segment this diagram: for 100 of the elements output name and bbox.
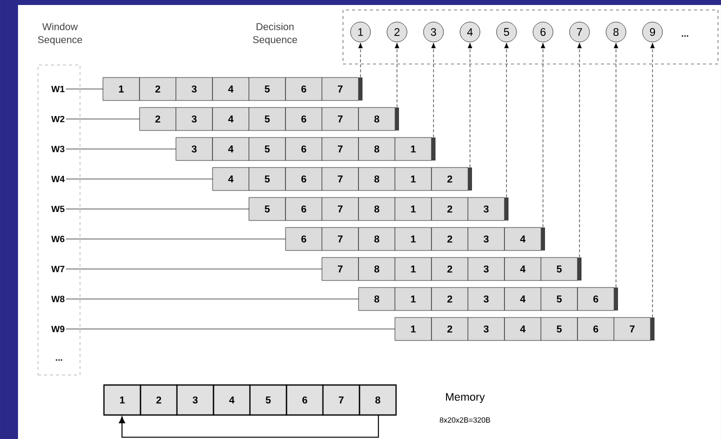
number-cell: 1 [394, 317, 432, 341]
number-cell: 7 [322, 77, 359, 101]
number-cell: 5 [248, 197, 286, 221]
number-cell: 1 [394, 257, 432, 281]
number-cell: 2 [431, 257, 468, 281]
number-cell: 3 [176, 107, 213, 131]
number-cell: 6 [285, 107, 322, 131]
number-cell: 6 [285, 167, 322, 191]
number-cell: 8 [358, 167, 396, 191]
number-cell: 1 [394, 287, 432, 311]
number-cell: 5 [540, 287, 578, 311]
number-cell: 6 [285, 137, 322, 161]
connector-line [66, 118, 140, 120]
window-label: W3 [51, 146, 64, 152]
arrow [540, 42, 546, 228]
window-label: W5 [51, 206, 64, 212]
arrow [468, 42, 472, 168]
number-cell: 3 [468, 287, 505, 311]
arrow [577, 42, 582, 258]
connector-line [66, 208, 250, 210]
number-cell: 7 [322, 257, 359, 281]
number-cell: 4 [212, 77, 250, 101]
number-cell: 1 [394, 137, 432, 161]
heading: Decision Sequence [252, 22, 298, 46]
connector-line [66, 328, 396, 330]
number-cell: 2 [431, 197, 468, 221]
memory-cell: 6 [286, 384, 324, 416]
memory-caption: Memory [446, 393, 485, 403]
number-cell: 4 [504, 227, 542, 251]
ellipsis: ... [56, 359, 62, 361]
number-cell: 4 [504, 287, 542, 311]
memory-cell: 5 [249, 384, 288, 416]
number-cell: 1 [394, 167, 432, 191]
connector-line [66, 238, 286, 240]
number-cell: 2 [431, 317, 468, 341]
number-cell: 4 [212, 137, 250, 161]
memory-cell: 4 [212, 384, 251, 416]
number-cell: 6 [285, 197, 322, 221]
connector-line [66, 298, 359, 300]
window-label: W4 [51, 176, 65, 182]
number-cell: 1 [394, 197, 432, 221]
memory-cell: 7 [322, 384, 360, 416]
connector-line [66, 88, 104, 90]
window-label: W8 [51, 296, 64, 302]
arrow [650, 42, 655, 318]
number-cell: 5 [248, 167, 286, 191]
dashed-box [342, 10, 718, 64]
number-cell: 7 [322, 197, 359, 221]
number-cell: 8 [358, 137, 396, 161]
number-cell: 2 [431, 227, 468, 251]
window-label: W6 [51, 236, 64, 242]
number-cell: 3 [468, 257, 505, 281]
number-cell: 6 [577, 317, 614, 341]
number-cell: 6 [285, 77, 322, 101]
number-cell: 7 [614, 317, 651, 341]
number-cell: 3 [176, 137, 213, 161]
number-cell: 3 [468, 227, 505, 251]
memory-cell: 3 [176, 384, 214, 416]
connector-line [66, 178, 213, 180]
number-cell: 2 [139, 77, 176, 101]
number-cell: 5 [248, 107, 286, 131]
number-cell: 8 [358, 197, 396, 221]
number-cell: 7 [322, 227, 359, 251]
window-label: W9 [51, 326, 64, 332]
number-cell: 3 [468, 317, 505, 341]
number-cell: 4 [504, 317, 542, 341]
memory-cell: 1 [103, 384, 142, 416]
number-cell: 3 [176, 77, 213, 101]
loop-arrow [118, 414, 379, 438]
number-cell: 5 [540, 257, 578, 281]
number-cell: 8 [358, 257, 396, 281]
connector-line [66, 148, 176, 150]
number-cell: 6 [285, 227, 322, 251]
number-cell: 2 [431, 167, 468, 191]
arrow [504, 42, 509, 198]
ellipsis: ... [682, 35, 688, 37]
number-cell: 1 [394, 227, 432, 251]
number-cell: 7 [322, 137, 359, 161]
number-cell: 8 [358, 227, 396, 251]
number-cell: 4 [504, 257, 542, 281]
number-cell: 4 [212, 107, 250, 131]
number-cell: 1 [102, 77, 140, 101]
number-cell: 2 [139, 107, 176, 131]
memory-cell: 8 [358, 384, 397, 416]
arrow [614, 42, 618, 288]
heading: Window Sequence [38, 22, 82, 46]
memory-cell: 2 [140, 384, 178, 416]
window-label: W7 [51, 266, 64, 272]
window-label: W1 [51, 86, 64, 92]
window-label: W2 [51, 116, 64, 122]
arrow [358, 42, 363, 78]
arrow [431, 42, 436, 138]
connector-line [66, 268, 322, 270]
number-cell: 3 [468, 197, 505, 221]
number-cell: 7 [322, 167, 359, 191]
number-cell: 5 [540, 317, 578, 341]
number-cell: 7 [322, 107, 359, 131]
number-cell: 8 [358, 287, 396, 311]
number-cell: 8 [358, 107, 396, 131]
arrow [394, 42, 400, 108]
